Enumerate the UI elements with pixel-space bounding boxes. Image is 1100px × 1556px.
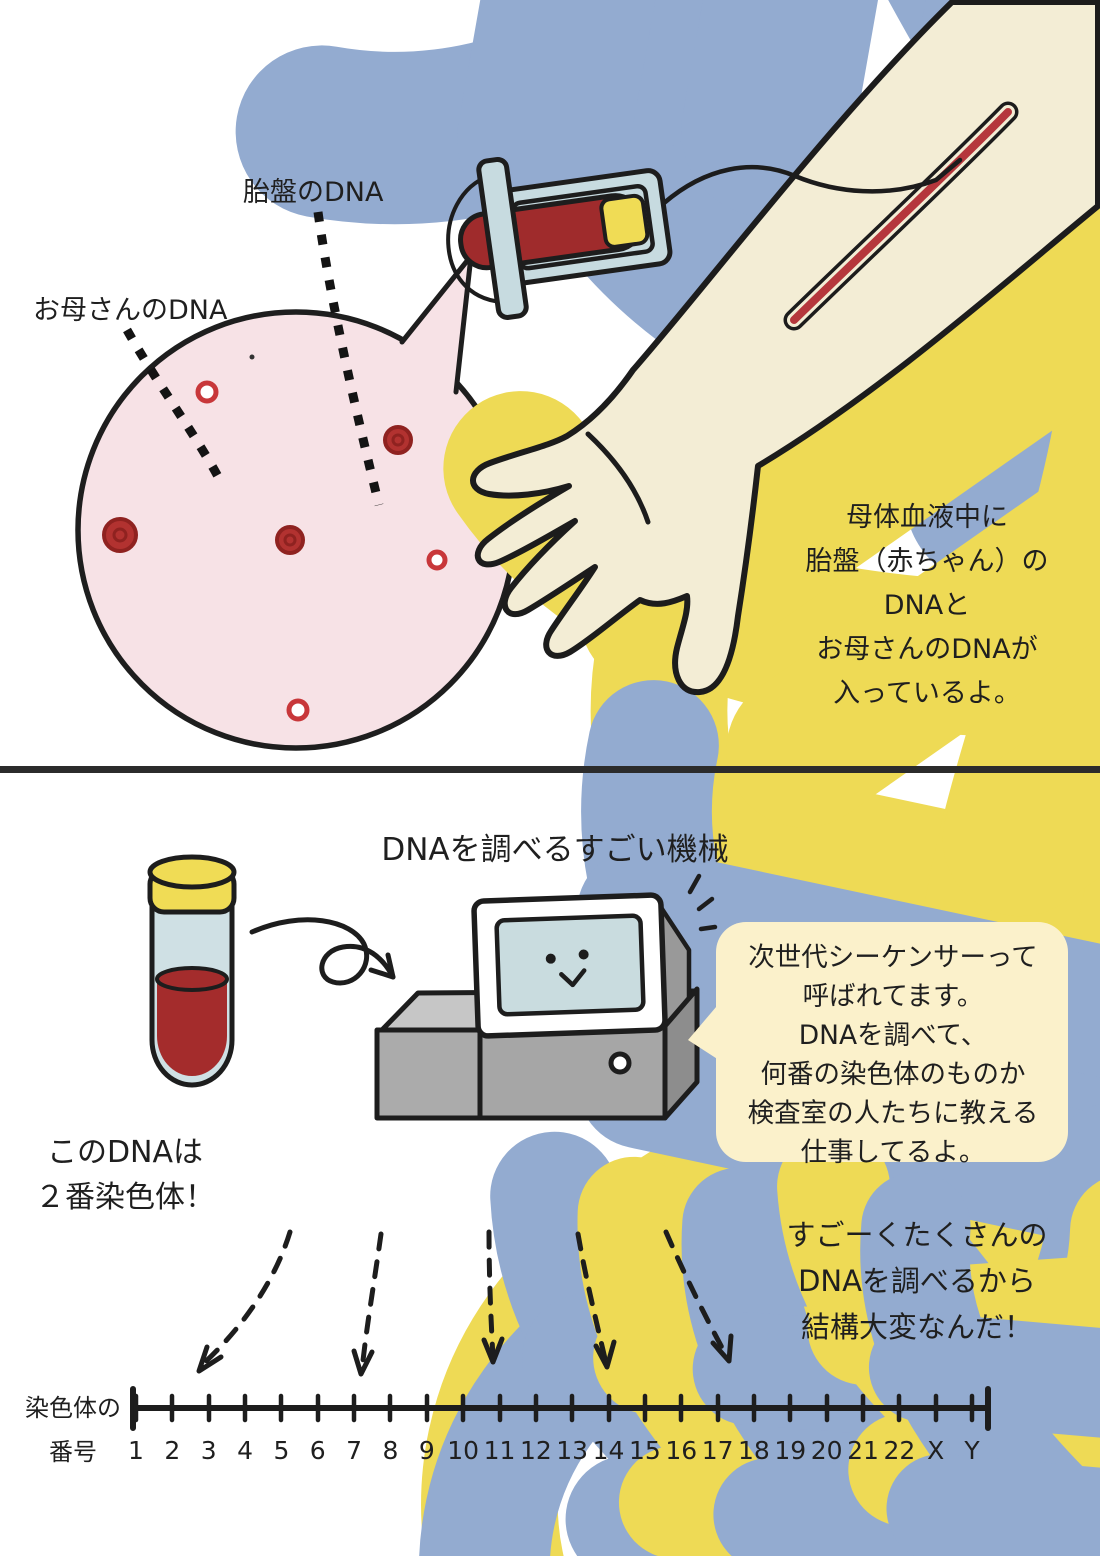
- ink-speck: [249, 354, 255, 360]
- chromosome-label: 7: [346, 1436, 363, 1465]
- chromosome-label: 22: [883, 1436, 916, 1465]
- note-line: すごーくたくさんの: [786, 1218, 1048, 1252]
- chromosome-label: 2: [164, 1436, 181, 1465]
- curved-arrow: [249, 917, 396, 986]
- bubble-line: 検査室の人たちに教える: [747, 1098, 1039, 1129]
- chromosome-label: 8: [382, 1436, 399, 1465]
- caption-line: 入っているよ。: [833, 678, 1021, 709]
- chromosome-label: 4: [237, 1436, 253, 1465]
- monitor: [471, 892, 668, 1039]
- chromosome-label: 5: [273, 1436, 290, 1465]
- note-line: ２番染色体！: [35, 1180, 215, 1215]
- bubble-line: DNAを調べて、: [798, 1020, 988, 1051]
- chromosome-axis: [130, 1386, 991, 1431]
- note-line: 結構大変なんだ！: [800, 1310, 1033, 1344]
- panel-divider: [0, 766, 1100, 773]
- chromosome-label: Y: [964, 1436, 980, 1465]
- chromosome-label: 6: [309, 1436, 326, 1465]
- power-button: [608, 1051, 632, 1075]
- chromosome-label: 1: [128, 1436, 144, 1465]
- speech-bubble-text: 次世代シーケンサーって 呼ばれてます。 DNAを調べて、 何番の染色体のものか …: [720, 938, 1066, 1172]
- chromosome-label: 14: [592, 1436, 625, 1465]
- vein: [783, 101, 1019, 331]
- thumb-crease: [585, 431, 651, 525]
- top-caption: 母体血液中に 胎盤（赤ちゃん）の DNAと お母さんのDNAが 入っているよ。: [762, 496, 1092, 716]
- mother-dna-pointer: [123, 327, 225, 485]
- chromosome-label: 11: [483, 1436, 516, 1465]
- tubing-line: [661, 157, 963, 206]
- arm-and-hand: [470, 0, 1100, 696]
- chromosome-label: 20: [810, 1436, 843, 1465]
- caption-line: 母体血液中に: [846, 502, 1008, 533]
- axis-caption-line1: 染色体の: [25, 1394, 121, 1422]
- red-blood-cells: [102, 380, 448, 722]
- bubble-line: 呼ばれてます。: [802, 981, 984, 1012]
- bubble-line: 仕事してるよ。: [800, 1137, 986, 1168]
- caption-line: 胎盤（赤ちゃん）の: [805, 546, 1049, 577]
- sequencer-machine: [374, 873, 718, 1121]
- workload-note: すごーくたくさんの DNAを調べるから 結構大変なんだ！: [752, 1212, 1082, 1350]
- bubble-line: 何番の染色体のものか: [760, 1059, 1026, 1090]
- chromosome-label: 15: [628, 1436, 661, 1465]
- blood-collection-device: [446, 156, 673, 320]
- chromosome-label: 10: [447, 1436, 480, 1465]
- chromosome-label: 21: [847, 1436, 879, 1465]
- chromosome-label: 13: [556, 1436, 589, 1465]
- chromosome-label: X: [927, 1436, 945, 1465]
- chromosome-label: 17: [701, 1436, 734, 1465]
- caption-line: DNAと: [883, 590, 971, 621]
- wire-loop: [446, 173, 512, 305]
- mother-dna-label: お母さんのDNA: [33, 295, 228, 326]
- note-line: DNAを調べるから: [798, 1264, 1036, 1298]
- bubble-tail: [688, 1000, 722, 1062]
- chromosome-label: 3: [200, 1436, 217, 1465]
- chromosome-label: 19: [774, 1436, 807, 1465]
- note-line: このDNAは: [46, 1135, 204, 1170]
- speech-bubble: [716, 922, 1068, 1162]
- machine-title: DNAを調べるすごい機械: [381, 832, 729, 868]
- placenta-dna-label: 胎盤のDNA: [243, 177, 384, 208]
- axis-caption-line2: 番号: [49, 1438, 97, 1466]
- chromosome-label: 18: [738, 1436, 770, 1465]
- screen: [494, 913, 646, 1017]
- chromosome-label: 16: [665, 1436, 698, 1465]
- dashed-mapping-arrows: [196, 1229, 734, 1377]
- sample-tube: [147, 854, 237, 1088]
- smiley-face: [545, 949, 589, 988]
- sparkle-marks: [687, 873, 718, 932]
- needle-flange: [476, 156, 529, 320]
- caption-line: お母さんのDNAが: [816, 634, 1038, 665]
- bubble-line: 次世代シーケンサーって: [748, 942, 1038, 973]
- tube-cap: [599, 193, 650, 249]
- chromosome-label: 9: [418, 1436, 435, 1465]
- chromosome-label: 12: [519, 1436, 552, 1465]
- chromosome2-note: このDNAは ２番染色体！: [14, 1130, 236, 1220]
